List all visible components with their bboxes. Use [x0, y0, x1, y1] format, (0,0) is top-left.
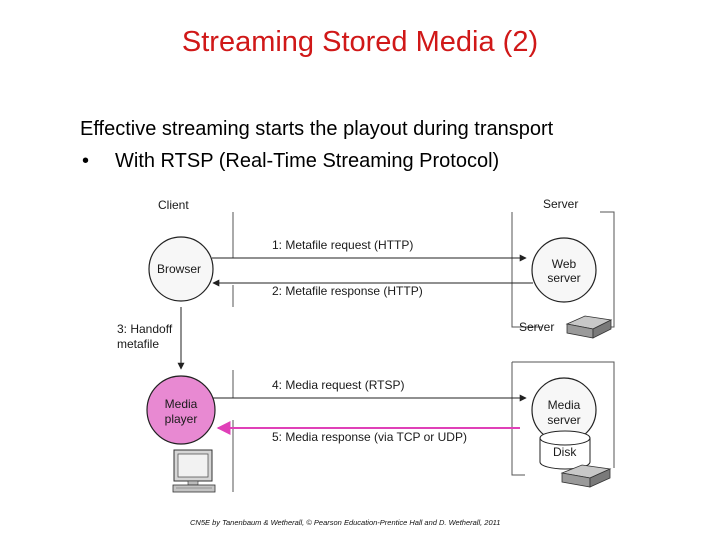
bullet-marker: • [82, 150, 90, 172]
media-player-label-line1: Media [164, 397, 198, 411]
web-server-label-line2: server [547, 271, 581, 285]
server-hardware-icon [565, 315, 613, 339]
media-player-label-line2: player [164, 412, 198, 426]
page-title: Streaming Stored Media (2) [181, 26, 539, 58]
disk-label: Disk [553, 445, 577, 459]
msg-media-response: 5: Media response (via TCP or UDP) [272, 430, 467, 444]
client-computer-icon [172, 449, 216, 493]
media-server-label-line1: Media [547, 398, 581, 412]
client-label: Client [158, 198, 189, 212]
msg-metafile-response: 2: Metafile response (HTTP) [272, 284, 423, 298]
server-box-media [511, 361, 615, 476]
browser-node [148, 236, 214, 302]
web-server-label-line1: Web [551, 257, 577, 271]
media-server-hardware-icon [560, 464, 612, 488]
disk-icon [539, 430, 591, 470]
msg-metafile-request: 1: Metafile request (HTTP) [272, 238, 414, 252]
media-player-node [146, 375, 216, 445]
intro-text: Effective streaming starts the playout d… [80, 118, 554, 140]
web-server-node [531, 237, 597, 303]
bullet-text: With RTSP (Real-Time Streaming Protocol) [115, 150, 500, 172]
handoff-label-line2: metafile [117, 337, 160, 351]
copyright-footer: CN5E by Tanenbaum & Wetherall, © Pearson… [190, 518, 501, 527]
handoff-label-line1: 3: Handoff [117, 322, 173, 336]
server-host-label: Server [519, 320, 555, 334]
browser-label: Browser [157, 262, 202, 276]
msg-media-request: 4: Media request (RTSP) [272, 378, 405, 392]
server-label: Server [543, 197, 579, 211]
media-server-label-line2: server [547, 413, 581, 427]
